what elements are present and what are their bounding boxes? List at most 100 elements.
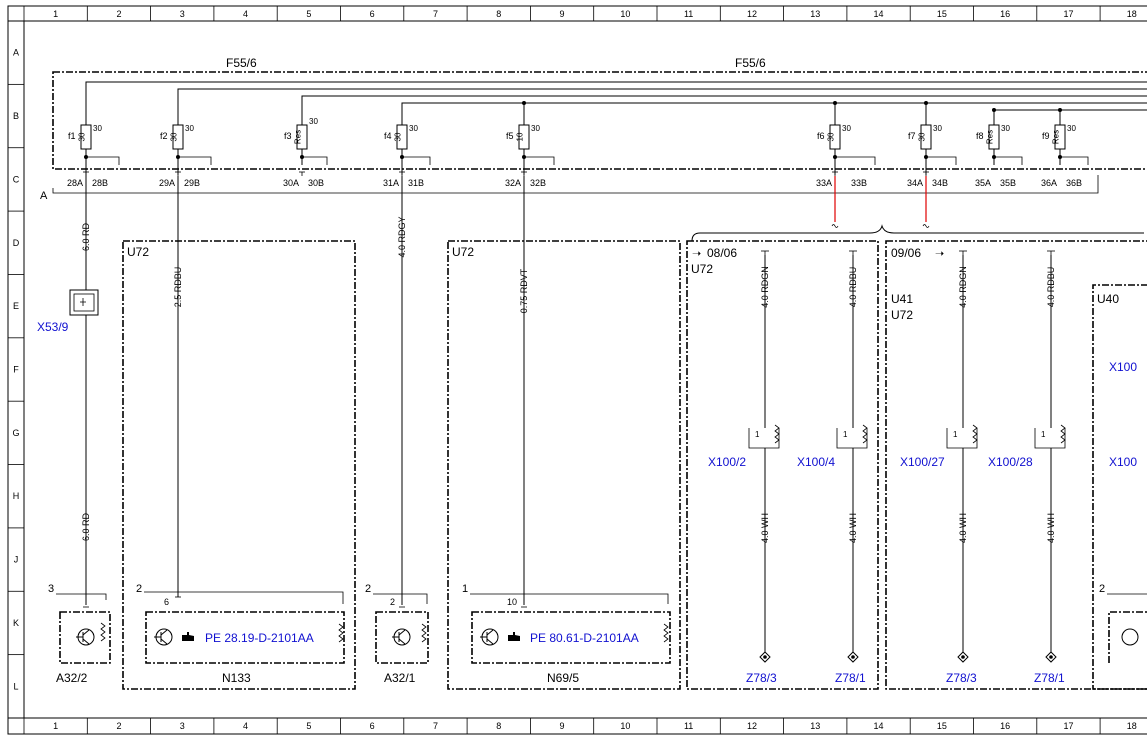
transistor-icon [1121,628,1139,646]
wire-label: 4.0 WH [1046,513,1056,543]
arrow-right-icon: ➝ [692,248,701,260]
fuse: Res f9 30 36A 36B [1041,124,1089,188]
feed-circuit: 4.0 RDGN 1 4.0 WH [946,250,978,663]
fuse-box-outline [52,71,1147,170]
grid-column-label: 3 [180,9,185,19]
grid-column-label: 8 [496,721,501,731]
fuse-name: f9 [1042,131,1050,141]
feed-circuit: 4.0 RDGN 1 4.0 WH [748,250,780,663]
grid-column-label: 2 [116,721,121,731]
fuse-pin-a: 32A [505,178,521,188]
bus-line [85,81,1147,125]
pointer-hand-icon [182,632,194,641]
fuse-name: f6 [817,131,825,141]
fuse-supply: 30 [1001,124,1010,133]
fuse: 30 f6 30 33A 33B [816,124,876,188]
wave-icon [774,424,780,444]
wire-label: 4.0 WH [848,513,858,543]
grid-column-label: 16 [1000,9,1010,19]
wave-icon [862,424,868,444]
component-a32-1: 2 2 A32/1 [365,583,429,685]
component-pin: 6 [164,597,169,607]
wire-label: 2.5 RDBU [173,267,183,308]
wave-icon [100,622,106,642]
box-label: U72 [691,262,713,276]
grid-column-label: 15 [937,721,947,731]
wire-label: 6.0 RD [81,222,91,251]
connector-label: X100/27 [900,455,945,469]
grid-column-label: 4 [243,721,248,731]
connector-label: X53/9 [37,320,69,334]
fuse-supply: 30 [309,117,318,126]
wire-label: 6.0 RD [81,512,91,541]
wire-label: 4.0 WH [958,513,968,543]
grid-row-label: F [13,365,19,375]
transistor-icon [75,628,95,646]
bus-line [177,88,1147,125]
cut-marks [691,176,1144,242]
fuse-name: f2 [160,131,168,141]
box-u72-b: U72 [447,240,681,690]
ground-point-icon [847,651,859,663]
wave-icon [1060,424,1066,444]
fuse-pin-a: 28A [67,178,83,188]
fuse-supply: 30 [933,124,942,133]
component-pin-count: 3 [48,583,54,595]
component-name: A32/1 [384,671,416,685]
fuse-name: f5 [506,131,514,141]
ground-point-icon [1045,651,1057,663]
wave-icon [421,623,427,643]
grid-column-label: 6 [370,9,375,19]
grid-column-label: 2 [116,9,121,19]
feed-circuit: 4.0 RDBU 1 4.0 WH [1034,250,1066,663]
component-reference-link[interactable]: PE 80.61-D-2101AA [530,631,639,645]
grid-row-label: K [13,618,19,628]
wire-label: 4.0 RDGN [958,266,968,308]
pointer-hand-icon [508,632,520,641]
box-label: U72 [127,245,149,259]
grid-row-label: G [12,428,19,438]
grid-column-label: 3 [180,721,185,731]
grid-row-label: C [13,174,20,184]
wire-label: 4.0 WH [760,513,770,543]
connector-pin: 1 [755,430,760,439]
fuse-pin-b: 32B [530,178,546,188]
fuse-pin-b: 31B [408,178,424,188]
box-label: U72 [891,308,913,322]
fuse-rating: Res [986,130,995,144]
grid-column-label: 7 [433,721,438,731]
transistor-icon [153,628,173,646]
grid-column-label: 7 [433,9,438,19]
box-label: U41 [891,292,913,306]
fuse: 10 f5 30 32A 32B [505,124,555,188]
grid-column-label: 13 [810,721,820,731]
grid-column-label: 1 [53,721,58,731]
box-u40: U40 X100 X100 2 [1092,284,1147,690]
fuse-box-label-right: F55/6 [735,56,766,70]
fuse-box: F55/6 F55/6 A [40,56,1147,202]
ground-point-icon [759,651,771,663]
box-date: 08/06 [707,246,737,260]
wire-label: 0.75 RDVT [519,268,529,313]
fuse-name: f8 [976,131,984,141]
wave-icon [338,623,344,643]
ground-bus [52,175,1099,194]
fuse-pin-b: 33B [851,178,867,188]
fuse: 30 f2 30 29A 29B [159,124,212,188]
ground-bus-label: A [40,190,48,202]
component-n133: 2 6 PE 28.19-D-2101AA N133 [136,583,345,685]
fuse-pin-b: 35B [1000,178,1016,188]
component-name: N69/5 [547,671,579,685]
grid-column-label: 10 [620,9,630,19]
component-reference-link[interactable]: PE 28.19-D-2101AA [205,631,314,645]
connector-pin: 1 [1041,430,1046,439]
grid-row-label: H [13,491,20,501]
connector-x53-9 [69,289,99,316]
ground-label: Z78/3 [946,671,977,685]
grid-row-label: D [13,238,20,248]
transistor-icon [479,628,499,646]
grid-columns: 1122334455667788991010111112121313141415… [23,6,1137,734]
fuse-supply: 30 [1067,124,1076,133]
